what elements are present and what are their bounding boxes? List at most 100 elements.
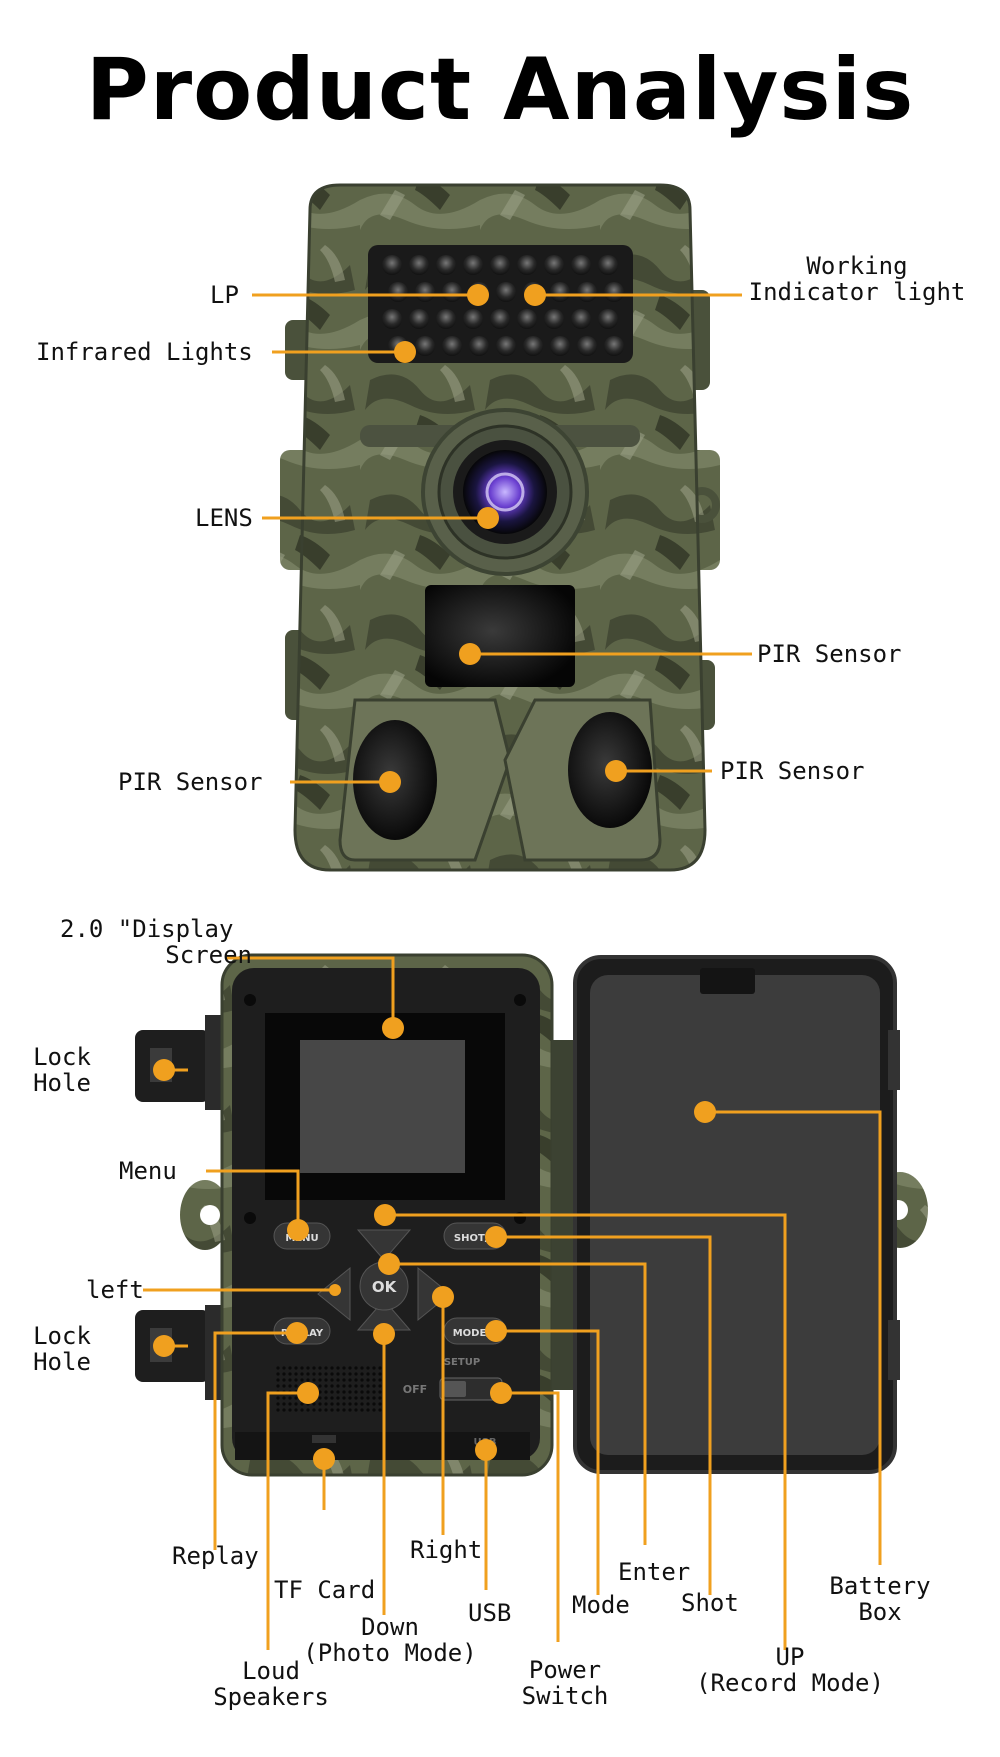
infrared-led	[436, 309, 456, 329]
speaker-hole	[342, 1396, 346, 1400]
label-loud-speakers-line2: Speakers	[213, 1683, 329, 1711]
speaker-hole	[276, 1396, 280, 1400]
speaker-hole	[372, 1366, 376, 1370]
infrared-led	[517, 255, 537, 275]
dot-pir-left	[379, 771, 401, 793]
speaker-hole	[360, 1378, 364, 1382]
speaker-hole	[324, 1378, 328, 1382]
mode-button-label: MODE/C	[453, 1328, 498, 1339]
infrared-led	[415, 336, 435, 356]
label-battery-box-line1: Battery	[829, 1572, 931, 1600]
speaker-hole	[330, 1390, 334, 1394]
dot-battery	[694, 1101, 716, 1123]
label-lock-hole-bottom: Lock Hole	[26, 1323, 98, 1375]
speaker-hole	[366, 1384, 370, 1388]
up-button[interactable]	[356, 1229, 412, 1261]
speaker-hole	[288, 1378, 292, 1382]
dot-enter	[378, 1253, 400, 1275]
label-display-screen-line1: 2.0 "Display	[60, 915, 234, 943]
speaker-hole	[360, 1408, 364, 1412]
label-pir-sensor-center: PIR Sensor	[757, 640, 902, 668]
lens-glass	[463, 450, 547, 534]
label-pir-sensor-right: PIR Sensor	[720, 757, 865, 785]
speaker-hole	[336, 1396, 340, 1400]
front-camera	[280, 183, 720, 872]
speaker-hole	[294, 1402, 298, 1406]
infrared-led	[469, 336, 489, 356]
dot-indicator	[524, 284, 546, 306]
label-lock-hole-bottom-line1: Lock	[33, 1322, 91, 1350]
speaker-hole	[282, 1372, 286, 1376]
label-power-switch: Power Switch	[510, 1657, 620, 1709]
speaker-hole	[366, 1402, 370, 1406]
speaker-hole	[348, 1396, 352, 1400]
speaker-hole	[330, 1366, 334, 1370]
label-enter: Enter	[618, 1558, 691, 1586]
speaker-hole	[288, 1396, 292, 1400]
infrared-led	[523, 336, 543, 356]
speaker-hole	[342, 1372, 346, 1376]
speaker-hole	[294, 1408, 298, 1412]
label-infrared-lights: Infrared Lights	[36, 338, 253, 366]
label-up-line1: UP	[775, 1643, 805, 1671]
leader-speakers	[266, 1391, 308, 1650]
screw	[244, 1212, 256, 1224]
leader-power	[501, 1391, 560, 1642]
infrared-led	[544, 309, 564, 329]
infrared-led	[388, 282, 408, 302]
speaker-hole	[372, 1378, 376, 1382]
infrared-led	[463, 309, 483, 329]
label-usb: USB	[468, 1599, 512, 1627]
leader-mode	[496, 1329, 600, 1595]
speaker-hole	[306, 1378, 310, 1382]
label-working-indicator: Working Indicator light	[742, 253, 972, 305]
dot-infrared	[394, 341, 416, 363]
label-power-switch-line2: Switch	[521, 1682, 609, 1710]
infrared-panel	[368, 245, 633, 363]
tf-card-slot[interactable]	[312, 1435, 336, 1443]
speaker-hole	[294, 1378, 298, 1382]
speaker-hole	[294, 1396, 298, 1400]
speaker-hole	[378, 1402, 382, 1406]
label-down-line1: Down	[361, 1613, 419, 1641]
speaker-hole	[312, 1366, 316, 1370]
door-latch	[700, 968, 755, 994]
speaker-hole	[276, 1372, 280, 1376]
infrared-led	[571, 309, 591, 329]
speaker-hole	[276, 1402, 280, 1406]
speaker-hole	[348, 1390, 352, 1394]
speaker-hole	[336, 1402, 340, 1406]
speaker-hole	[336, 1390, 340, 1394]
speaker-hole	[312, 1408, 316, 1412]
speaker-hole	[318, 1372, 322, 1376]
dot-power	[490, 1382, 512, 1404]
infrared-led	[442, 282, 462, 302]
infrared-led	[604, 336, 624, 356]
speaker-hole	[312, 1378, 316, 1382]
infrared-led	[496, 336, 516, 356]
speaker-hole	[348, 1372, 352, 1376]
speaker-hole	[378, 1372, 382, 1376]
speaker-hole	[330, 1408, 334, 1412]
speaker-hole	[348, 1384, 352, 1388]
speaker-hole	[342, 1390, 346, 1394]
leader-battery	[705, 1110, 882, 1565]
infrared-led	[571, 255, 591, 275]
speaker-hole	[366, 1390, 370, 1394]
speaker-hole	[276, 1384, 280, 1388]
label-left: left	[86, 1276, 144, 1304]
power-switch-knob[interactable]	[444, 1381, 466, 1397]
label-right: Right	[410, 1536, 483, 1564]
infrared-led	[496, 282, 516, 302]
label-power-switch-line1: Power	[528, 1656, 602, 1684]
dot-down	[373, 1323, 395, 1345]
speaker-hole	[288, 1372, 292, 1376]
label-working-indicator-line1: Working	[806, 252, 908, 280]
leader-enter	[389, 1262, 647, 1545]
label-lock-hole-bottom-line2: Hole	[33, 1348, 91, 1376]
speaker-hole	[306, 1366, 310, 1370]
dot-usb	[475, 1439, 497, 1461]
label-loud-speakers: Loud Speakers	[206, 1658, 336, 1710]
speaker-hole	[378, 1396, 382, 1400]
infrared-led	[604, 282, 624, 302]
